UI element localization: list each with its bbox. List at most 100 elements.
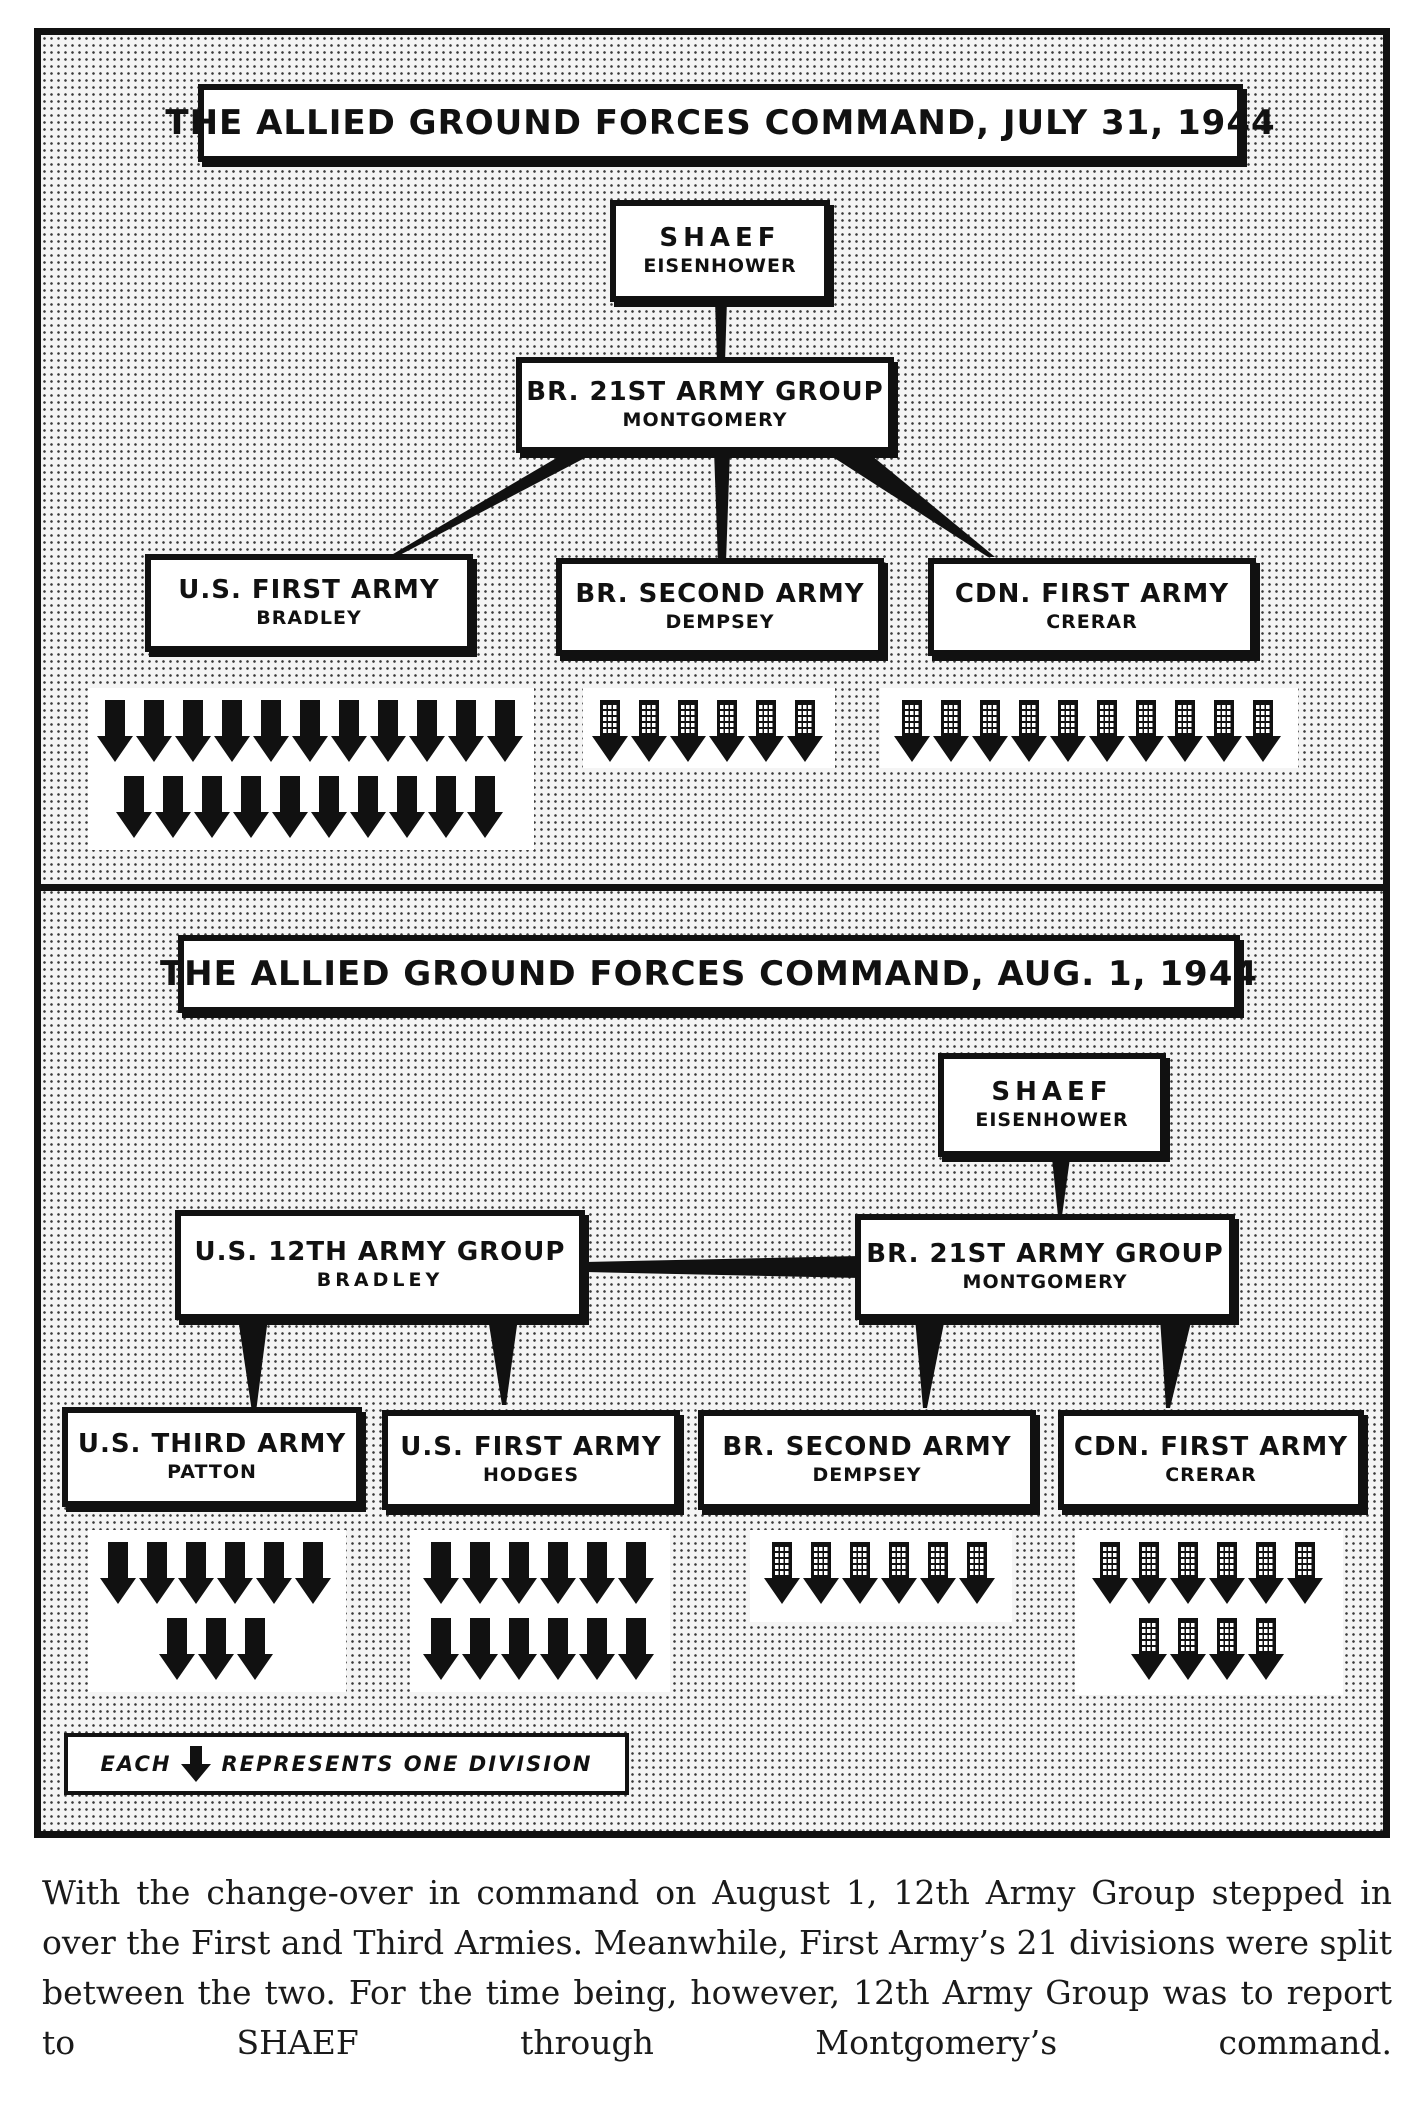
caption: With the change-over in command on Augus… [42, 1873, 1392, 2062]
division-row [423, 1618, 657, 1680]
division-arrow-hatched [787, 700, 823, 762]
division-arrow-hatched [1131, 1542, 1167, 1604]
division-arrow-hatched [1248, 1542, 1284, 1604]
division-arrow-solid [311, 776, 347, 838]
node-commander: CRERAR [1165, 1464, 1257, 1487]
division-arrow-solid [100, 1542, 136, 1604]
panel2-divisions-us-third [88, 1530, 346, 1692]
division-arrow-solid [389, 776, 425, 838]
division-arrow-hatched [803, 1542, 839, 1604]
division-arrow-hatched [1089, 700, 1125, 762]
division-arrow-solid [155, 776, 191, 838]
division-arrow-solid [233, 776, 269, 838]
division-arrow-solid [423, 1542, 459, 1604]
division-arrow-solid [447, 700, 484, 762]
division-arrow-solid [369, 700, 406, 762]
division-arrow-solid [236, 1618, 273, 1680]
division-arrow-solid [194, 776, 230, 838]
division-arrow-solid [579, 1542, 615, 1604]
division-arrow-hatched [709, 700, 745, 762]
panel1-divisions-us-first [88, 688, 534, 850]
division-arrow-hatched [1170, 1542, 1206, 1604]
division-arrow-hatched [1128, 700, 1164, 762]
division-arrow-hatched [894, 700, 930, 762]
division-row [96, 700, 526, 762]
panel2-node-us-first: U.S. FIRST ARMY HODGES [382, 1410, 680, 1510]
node-name: SHAEF [659, 223, 781, 254]
division-arrow-solid [213, 700, 250, 762]
division-row [423, 1542, 657, 1604]
division-arrow-hatched [1092, 1542, 1128, 1604]
division-arrow-solid [178, 1542, 214, 1604]
division-arrow-hatched [670, 700, 706, 762]
division-arrow-solid [540, 1542, 576, 1604]
division-arrow-solid [197, 1618, 234, 1680]
division-arrow-hatched [1287, 1542, 1323, 1604]
node-commander: BRADLEY [256, 607, 362, 630]
division-arrow-solid [291, 700, 328, 762]
panel2-divisions-cdn-first [1075, 1530, 1343, 1695]
node-name: CDN. FIRST ARMY [1073, 1432, 1349, 1463]
panel1-divisions-br-second [583, 688, 835, 768]
division-arrow-hatched [881, 1542, 917, 1604]
division-arrow-hatched [1248, 1618, 1284, 1680]
division-arrow-solid [252, 700, 289, 762]
node-commander: PATTON [167, 1461, 257, 1484]
division-arrow-hatched [1245, 700, 1281, 762]
division-arrow-solid [116, 776, 152, 838]
legend: EACH REPRESENTS ONE DIVISION [64, 1733, 629, 1795]
panel1-node-cdn-first: CDN. FIRST ARMY CRERAR [928, 558, 1256, 656]
division-row [764, 1542, 998, 1604]
division-row [116, 776, 506, 838]
division-arrow-solid [618, 1542, 654, 1604]
node-name: BR. 21ST ARMY GROUP [526, 377, 884, 408]
panel2-node-us12: U.S. 12TH ARMY GROUP BRADLEY [175, 1210, 585, 1320]
legend-suffix: REPRESENTS ONE DIVISION [221, 1752, 593, 1776]
division-arrow-hatched [1011, 700, 1047, 762]
panel1-node-br21: BR. 21ST ARMY GROUP MONTGOMERY [516, 357, 894, 453]
node-commander: BRADLEY [316, 1269, 444, 1292]
panel2-divisions-us-first [410, 1530, 670, 1692]
panel2-title-box: THE ALLIED GROUND FORCES COMMAND, AUG. 1… [160, 935, 1257, 1013]
division-row [1092, 1542, 1326, 1604]
division-arrow-hatched [920, 1542, 956, 1604]
division-arrow-hatched [592, 700, 628, 762]
division-row [894, 700, 1284, 762]
division-arrow-hatched [631, 700, 667, 762]
division-arrow-hatched [1209, 1618, 1245, 1680]
panel2-node-us-third: U.S. THIRD ARMY PATTON [62, 1407, 362, 1507]
division-arrow-hatched [1050, 700, 1086, 762]
division-arrow-solid [135, 700, 172, 762]
division-row [1131, 1618, 1287, 1680]
division-arrow-solid [139, 1542, 175, 1604]
division-arrow-solid [158, 1618, 195, 1680]
node-commander: DEMPSEY [812, 1464, 922, 1487]
panel1-node-shaef: SHAEF EISENHOWER [610, 200, 830, 302]
division-arrow-icon [181, 1746, 212, 1782]
node-commander: EISENHOWER [975, 1109, 1129, 1132]
node-commander: CRERAR [1046, 611, 1138, 634]
division-arrow-solid [462, 1542, 498, 1604]
panel2-node-shaef: SHAEF EISENHOWER [938, 1053, 1166, 1157]
division-arrow-solid [423, 1618, 459, 1680]
division-row [158, 1618, 276, 1680]
division-arrow-solid [96, 700, 133, 762]
division-arrow-solid [579, 1618, 615, 1680]
panel1-divisions-cdn-first [880, 688, 1298, 768]
division-arrow-solid [540, 1618, 576, 1680]
division-arrow-hatched [959, 1542, 995, 1604]
node-name: U.S. THIRD ARMY [77, 1429, 347, 1460]
node-commander: EISENHOWER [643, 255, 797, 278]
division-arrow-hatched [972, 700, 1008, 762]
division-arrow-solid [295, 1542, 331, 1604]
panel1-node-us-first: U.S. FIRST ARMY BRADLEY [145, 554, 473, 652]
division-arrow-solid [350, 776, 386, 838]
division-arrow-hatched [933, 700, 969, 762]
division-arrow-solid [217, 1542, 253, 1604]
node-name: BR. SECOND ARMY [722, 1432, 1012, 1463]
division-arrow-hatched [1209, 1542, 1245, 1604]
division-arrow-solid [467, 776, 503, 838]
panel1-node-br-second: BR. SECOND ARMY DEMPSEY [556, 558, 884, 656]
panel2-title: THE ALLIED GROUND FORCES COMMAND, AUG. 1… [159, 954, 1259, 994]
division-arrow-solid [501, 1542, 537, 1604]
